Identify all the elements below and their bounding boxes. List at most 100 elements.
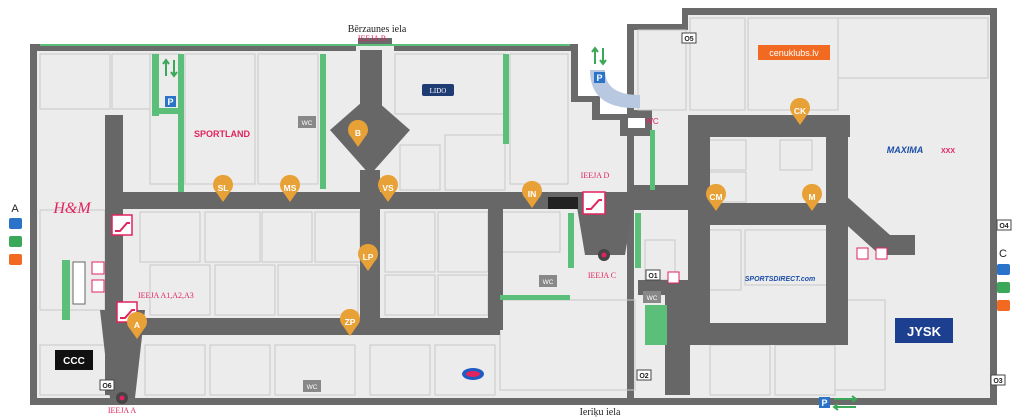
- east-shop-units: [637, 17, 989, 396]
- parking-nw-label: P: [167, 97, 173, 107]
- wc-1-label: WC: [302, 120, 313, 127]
- wc-markers: WC WC WC WC WC: [298, 116, 661, 392]
- parking-ne-sign: [594, 72, 605, 83]
- map-pin-icon: [339, 308, 360, 336]
- parking-nw[interactable]: P: [165, 96, 176, 107]
- green-path-nw-4: [178, 110, 184, 192]
- store-sportsdirect[interactable]: SPORTSDIRECT.com: [745, 276, 816, 283]
- map-pin-icon: [790, 97, 811, 125]
- gate-o6: O6: [99, 379, 115, 391]
- parking-ne-arrows-icon: [591, 46, 607, 66]
- gate-o3-label: O3: [993, 378, 1002, 385]
- escalator-icon: [586, 199, 602, 210]
- pin-label: MS: [284, 183, 297, 193]
- minibus-icon: [997, 300, 1010, 311]
- corridor-east-middle: [705, 203, 845, 225]
- entrance-a[interactable]: IEEJA A: [108, 392, 136, 415]
- gate-o4-label: O4: [999, 223, 1008, 230]
- corridor-right-vertical: [488, 195, 503, 330]
- store-jysk[interactable]: JYSK: [895, 318, 953, 343]
- corridor-east-ring-bottom: [688, 323, 848, 345]
- wc-4-box: [643, 291, 661, 303]
- store-maxima[interactable]: MAXIMA XXX: [887, 145, 956, 155]
- bus-icon: [9, 218, 22, 229]
- parking-south[interactable]: P: [819, 395, 858, 411]
- corridor-b-south: [360, 170, 380, 200]
- gate-o2: O2: [636, 369, 652, 381]
- side-letter-c: C: [999, 248, 1007, 260]
- escalator-icon: [115, 222, 130, 232]
- pin-cm[interactable]: CM: [706, 183, 727, 211]
- corridor-east-south-left: [665, 295, 690, 395]
- entrance-c[interactable]: IEEJA C: [588, 249, 616, 280]
- map-pin-icon: [378, 174, 399, 202]
- store-sportland[interactable]: SPORTLAND: [194, 129, 251, 139]
- wc-3-box: [303, 380, 321, 392]
- pin-m[interactable]: M: [801, 183, 822, 211]
- tram-icon: [9, 236, 22, 247]
- pin-label: CM: [709, 192, 722, 202]
- pin-b[interactable]: B: [348, 119, 369, 147]
- gate-o3: O3: [990, 374, 1006, 386]
- corridor-east-ring-top: [690, 115, 850, 137]
- jysk-logo: JYSK: [907, 324, 942, 339]
- pin-in[interactable]: IN: [522, 180, 542, 208]
- entrance-a123-label: IEEJA A1,A2,A3: [138, 291, 194, 300]
- street-top-label: Bērzaunes iela: [348, 24, 407, 35]
- corridor-east-ring-left: [688, 115, 710, 345]
- pin-ms[interactable]: MS: [280, 174, 300, 202]
- pin-lp[interactable]: LP: [358, 243, 378, 271]
- toilet-icon: [91, 279, 105, 293]
- lift-strip: [548, 197, 578, 209]
- pin-vs[interactable]: VS: [378, 174, 399, 202]
- map-pin-icon: [348, 119, 369, 147]
- bus-icon: [997, 264, 1010, 275]
- corridor-lower-west: [115, 318, 500, 335]
- green-path-se: [645, 305, 667, 345]
- maxima-xxx: XXX: [941, 148, 955, 155]
- wc-5-label: WC: [645, 117, 659, 126]
- gate-o1: O1: [645, 269, 661, 281]
- entrance-b-label: IEEJA B: [358, 34, 386, 43]
- cenuklubs-logo-bg: [758, 45, 830, 60]
- store-lido[interactable]: LIDO: [422, 84, 454, 96]
- tram-icon: [997, 282, 1010, 293]
- side-legend-right: C: [997, 248, 1010, 311]
- map-pin-icon: [358, 243, 378, 271]
- green-path-nw-3: [178, 54, 184, 114]
- parking-ne[interactable]: P: [590, 46, 640, 109]
- corridors: [100, 50, 915, 398]
- pin-ck[interactable]: CK: [790, 97, 811, 125]
- lido-logo-bg: [422, 84, 454, 96]
- toilet-icon: [875, 247, 888, 260]
- ccc-logo-bg: [55, 350, 93, 370]
- gate-o2-label: O2: [639, 373, 648, 380]
- green-path-top: [40, 44, 570, 46]
- map-pin-icon: [522, 180, 542, 208]
- store-hm[interactable]: H&M: [52, 200, 92, 217]
- pin-sl[interactable]: SL: [213, 174, 233, 202]
- toilet-icon: [856, 247, 869, 260]
- entrance-c-label: IEEJA C: [588, 271, 616, 280]
- wc-2-label: WC: [543, 279, 554, 286]
- store-cenuklubs[interactable]: cenuklubs.lv: [758, 45, 830, 60]
- entrance-a-label: IEEJA A: [108, 406, 136, 415]
- corridor-east-diagonal: [830, 195, 915, 255]
- pin-markers: B SL MS VS IN LP ZP A CK CM M: [127, 97, 822, 339]
- pin-label: IN: [528, 189, 537, 199]
- toilet-icon: [667, 271, 680, 284]
- green-path-east-top: [650, 130, 655, 190]
- escalator-east[interactable]: [582, 191, 606, 215]
- store-ccc[interactable]: CCC: [55, 350, 93, 370]
- pin-a[interactable]: A: [127, 311, 147, 339]
- pin-zp[interactable]: ZP: [339, 308, 360, 336]
- store-pepco[interactable]: [462, 368, 484, 380]
- green-path-ms: [320, 54, 326, 189]
- escalator-west-upper[interactable]: [111, 214, 133, 236]
- escalator-icon: [120, 309, 135, 319]
- maxima-logo: MAXIMA: [887, 145, 924, 155]
- lido-logo: LIDO: [430, 87, 447, 95]
- sportsdirect-logo: SPORTSDIRECT.com: [745, 276, 816, 283]
- parking-nw-arrows: [162, 58, 178, 78]
- pin-label: B: [355, 128, 361, 138]
